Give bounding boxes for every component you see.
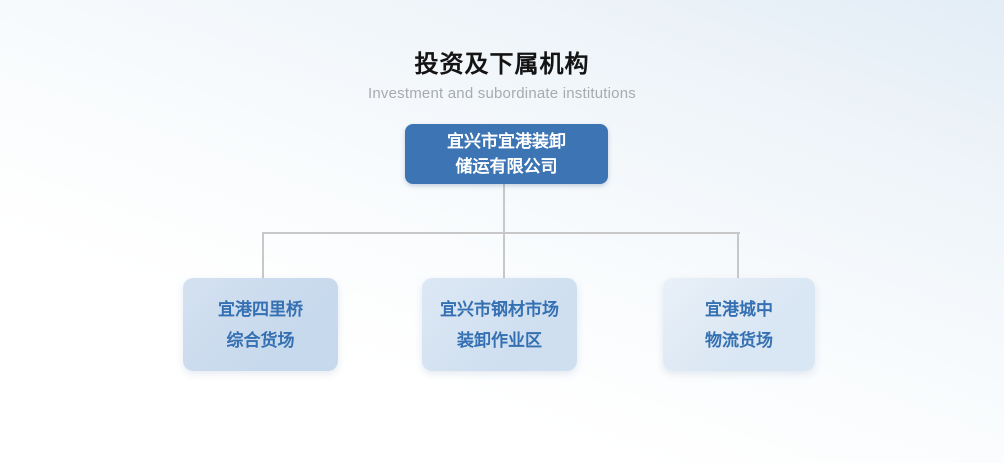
org-node-root-label-line1: 宜兴市宜港装卸 xyxy=(447,132,566,151)
org-node-child-2-label-line2: 装卸作业区 xyxy=(457,330,542,350)
org-node-root-label-line2: 储运有限公司 xyxy=(455,157,558,176)
org-node-child-2-label-line1: 宜兴市钢材市场 xyxy=(440,299,559,319)
org-node-root: 宜兴市宜港装卸 储运有限公司 xyxy=(405,124,608,184)
org-node-child-3-label-line2: 物流货场 xyxy=(705,330,773,350)
connector-drop-right xyxy=(737,232,739,278)
connector-drop-center xyxy=(503,232,505,278)
org-node-child-3-label-line1: 宜港城中 xyxy=(705,299,773,319)
org-node-child-2: 宜兴市钢材市场 装卸作业区 xyxy=(422,278,577,371)
page-header: 投资及下属机构 Investment and subordinate insti… xyxy=(0,0,1004,102)
connector-drop-left xyxy=(262,232,264,278)
org-node-child-1-label-line2: 综合货场 xyxy=(226,330,295,350)
org-node-child-3: 宜港城中 物流货场 xyxy=(663,278,815,371)
connector-root-vertical xyxy=(503,184,505,234)
org-node-child-1: 宜港四里桥 综合货场 xyxy=(183,278,338,371)
page-title: 投资及下属机构 xyxy=(414,51,590,78)
org-node-child-1-label-line1: 宜港四里桥 xyxy=(218,299,303,319)
connector-horizontal xyxy=(262,232,740,234)
page-subtitle: Investment and subordinate institutions xyxy=(368,85,636,102)
